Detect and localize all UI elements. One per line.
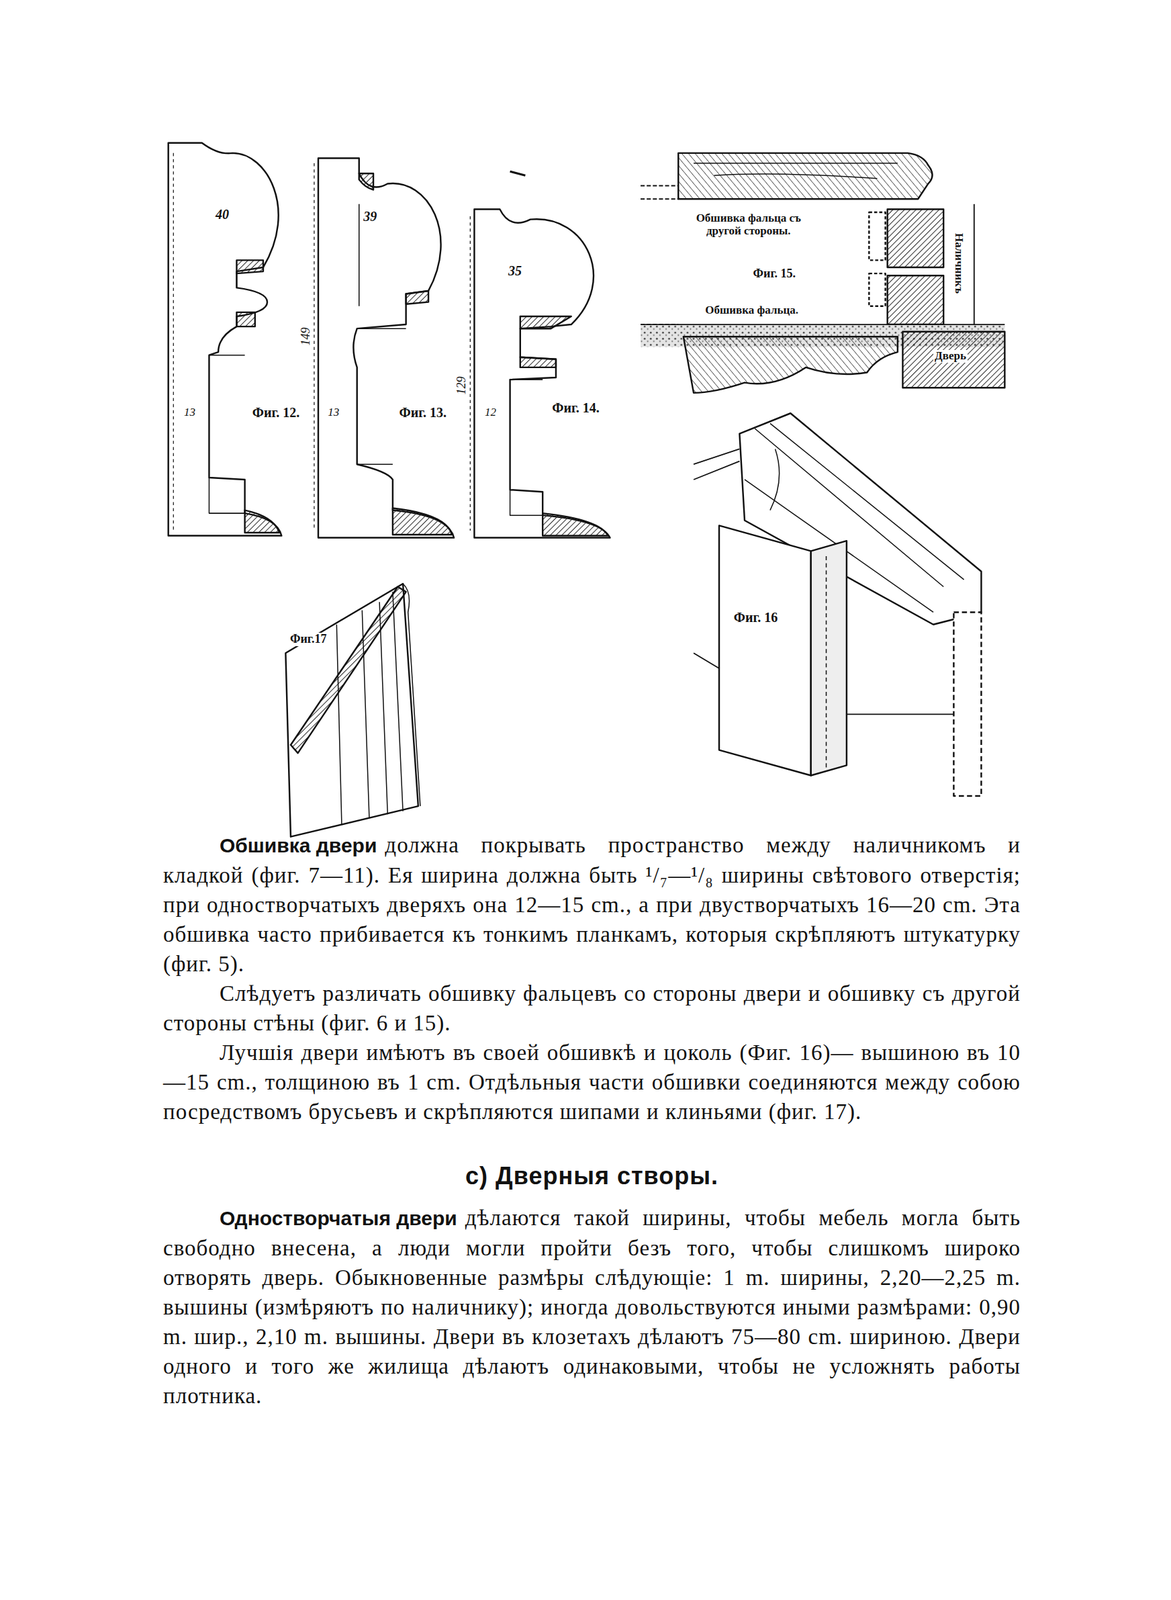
dimension-number: 40 (214, 206, 231, 222)
panel-moulding (336, 591, 403, 824)
dimension-line (313, 163, 315, 531)
hatched-band (359, 173, 452, 535)
wall-line (640, 323, 1005, 325)
profile-line (510, 379, 544, 515)
wall-line (640, 185, 679, 325)
dimension-number: 12 (483, 406, 498, 419)
part-label: Наличникъ (952, 231, 966, 295)
lining-board (868, 212, 885, 260)
part-label: Обшивка фальца съ другой стороны. (678, 212, 819, 238)
run-in-heading: Обшивка двери (219, 830, 377, 861)
wall-line (693, 652, 954, 714)
column (953, 611, 981, 795)
casing-profile-line (693, 163, 898, 179)
dimension-number: 149 (299, 326, 313, 348)
panel-edge (402, 583, 421, 806)
profile-line (318, 157, 407, 538)
figure-caption: Фиг. 13. (397, 404, 448, 420)
text-column: Обшивка дверидолжна покрывать пространст… (163, 829, 1021, 1411)
casing-profile (683, 336, 898, 393)
jamb-side (811, 540, 847, 775)
moulding-profile (318, 157, 454, 538)
hatched-band (520, 316, 609, 536)
hatched-band (236, 259, 280, 533)
figure-caption: Фиг. 14. (550, 400, 601, 415)
lining-board (868, 273, 885, 307)
jamb-front (719, 525, 812, 775)
profile-line (208, 271, 245, 513)
mark (510, 171, 526, 176)
casing-profile (678, 153, 932, 199)
paragraph: Лучшія двери имѣютъ въ своей обшивкѣ и ц… (163, 1037, 1021, 1127)
paragraph: Слѣдуетъ различать обшивку фальцевъ со с… (163, 978, 1021, 1038)
body-text: Слѣдуетъ различать обшивку фальцевъ со с… (163, 980, 1021, 1035)
jamb (887, 208, 945, 268)
run-in-heading: Одностворчатыя двери (219, 1203, 458, 1233)
dimension-number: 129 (455, 375, 469, 397)
figure-caption: Фиг. 16 (732, 609, 780, 625)
casing-edge (973, 204, 975, 325)
rail-line (693, 448, 740, 480)
figure-caption: Фиг. 15. (752, 267, 798, 281)
moulding-profile (168, 143, 283, 536)
dimension-number: 35 (506, 263, 524, 278)
panel (285, 583, 418, 837)
paragraph: Обшивка дверидолжна покрывать пространст… (163, 829, 1021, 979)
jamb-line (825, 555, 828, 771)
jamb (887, 275, 945, 325)
part-label: Обшивка фальца. (703, 304, 800, 317)
figure-caption: Фиг. 12. (251, 404, 302, 420)
dimension-line (173, 153, 174, 531)
dimension-number: 13 (182, 406, 197, 419)
body-text: c) Дверныя створы. (465, 1161, 719, 1190)
figure-caption: Фиг.17 (288, 632, 328, 646)
tenon-strip (290, 586, 407, 754)
body-text: Лучшія двери имѣютъ въ своей обшивкѣ и ц… (163, 1040, 1021, 1124)
dimension-line (470, 216, 471, 531)
dimension-number: 13 (326, 406, 341, 419)
moulding-profile (474, 208, 610, 538)
door-section (902, 331, 1005, 389)
dimension-number: 39 (361, 208, 379, 224)
part-label: Дверь (933, 349, 968, 363)
section-heading: c) Дверныя створы. (163, 1160, 1021, 1191)
body-text: дѣлаются такой ширины, чтобы мебель могл… (163, 1205, 1021, 1408)
paragraph: Одностворчатыя дверидѣлаются такой ширин… (163, 1202, 1021, 1411)
